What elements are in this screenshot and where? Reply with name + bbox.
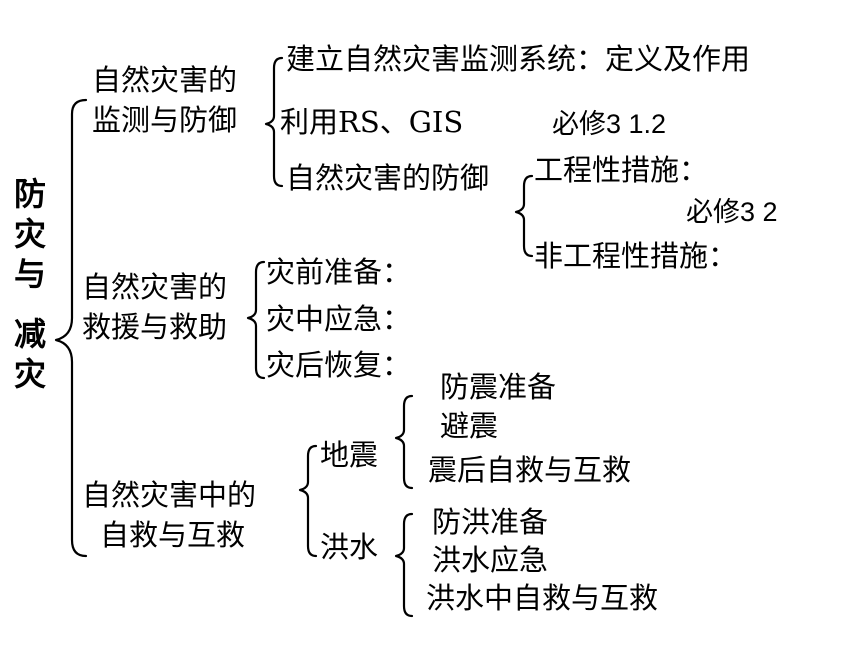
branch1-title-line2: 监测与防御 [92, 103, 238, 137]
flood-item-self-rescue: 洪水中自救与互救 [426, 581, 659, 615]
flood-item-prepare: 防洪准备 [432, 505, 549, 539]
root-char-4: 减 [14, 315, 47, 353]
branch1-item-rs-gis: 利用RS、GIS [280, 108, 463, 137]
branch1-item-defense: 自然灾害的防御 [286, 161, 490, 195]
root-brace [54, 98, 88, 558]
root-char-1: 防 [14, 175, 47, 213]
earthquake-item-self-rescue: 震后自救与互救 [428, 453, 632, 487]
branch3-title-line2: 自救与互救 [100, 518, 246, 552]
root-char-3: 与 [14, 255, 47, 293]
defense-engineering-measures: 工程性措施： [534, 153, 709, 187]
root-char-2: 灾 [14, 215, 47, 253]
rs-gis-reference: 必修3 1.2 [552, 109, 667, 139]
rs-gis-text: 利用RS、GIS [280, 105, 464, 139]
root-char-5: 灾 [14, 355, 47, 393]
earthquake-brace [394, 394, 414, 490]
defense-brace [514, 174, 534, 258]
earthquake-item-prepare: 防震准备 [440, 370, 557, 404]
branch2-title-line2: 救援与救助 [82, 310, 228, 344]
branch1-item-monitoring-system: 建立自然灾害监测系统：定义及作用 [286, 42, 751, 76]
branch2-item-during: 灾中应急： [266, 302, 412, 336]
branch1-brace [264, 56, 284, 188]
earthquake-label: 地震 [320, 438, 379, 472]
flood-item-emergency: 洪水应急 [432, 543, 549, 577]
branch3-brace [298, 444, 318, 558]
branch2-title-line1: 自然灾害的 [82, 270, 228, 304]
branch3-title-line1: 自然灾害中的 [82, 478, 257, 512]
branch2-brace [246, 260, 266, 380]
flood-brace [394, 512, 414, 618]
earthquake-item-avoid: 避震 [440, 409, 499, 443]
flood-label: 洪水 [320, 530, 379, 564]
branch2-item-before: 灾前准备： [266, 255, 412, 289]
engineering-measures-reference: 必修3 2 [686, 197, 778, 227]
branch1-title-line1: 自然灾害的 [92, 63, 238, 97]
branch2-item-after: 灾后恢复： [266, 348, 412, 382]
defense-non-engineering-measures: 非工程性措施： [534, 239, 738, 273]
